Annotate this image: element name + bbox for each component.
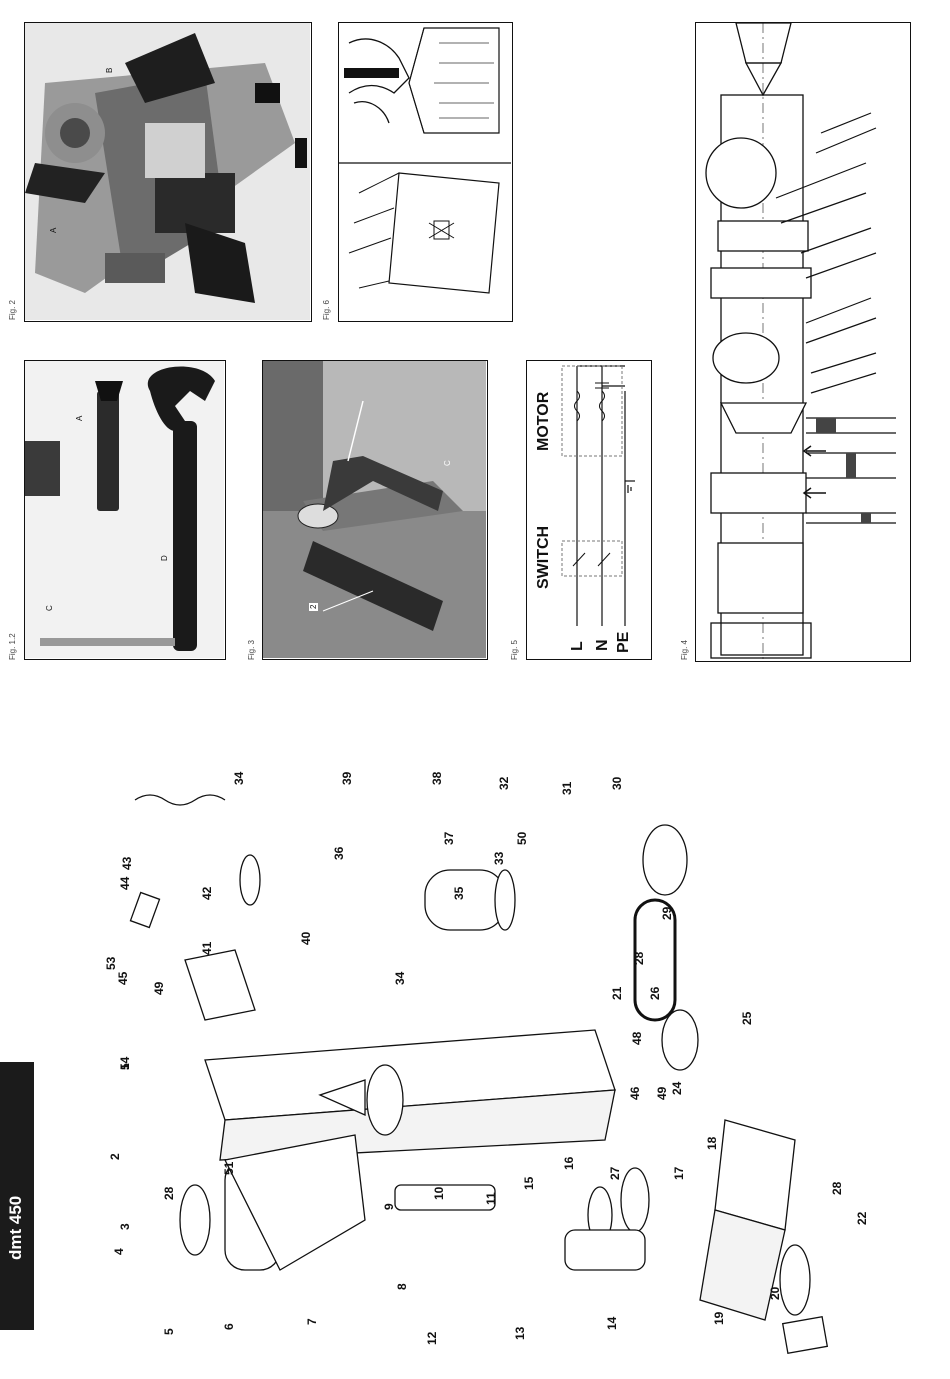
part-number-6: 6 <box>222 1323 236 1330</box>
part-number-44: 44 <box>118 877 132 890</box>
part-number-40: 40 <box>299 932 313 945</box>
figure-4-frame <box>695 22 911 662</box>
part-number-48: 48 <box>630 1032 644 1045</box>
part-number-27: 27 <box>608 1167 622 1180</box>
part-number-39: 39 <box>340 772 354 785</box>
part-number-41: 41 <box>200 942 214 955</box>
part-number-24: 24 <box>670 1082 684 1095</box>
part-number-50: 50 <box>515 832 529 845</box>
figure-5-motor-label: MOTOR <box>535 392 553 451</box>
figure-5-frame: MOTOR SWITCH L N PE <box>526 360 652 660</box>
part-number-18: 18 <box>705 1137 719 1150</box>
figure-5-line-l: L <box>569 641 587 651</box>
part-number-9: 9 <box>382 1203 396 1210</box>
part-number-16: 16 <box>562 1157 576 1170</box>
part-number-13: 13 <box>513 1327 527 1340</box>
part-number-28: 28 <box>632 952 646 965</box>
part-number-35: 35 <box>452 887 466 900</box>
part-number-21: 21 <box>610 987 624 1000</box>
part-number-10: 10 <box>432 1187 446 1200</box>
part-number-37: 37 <box>442 832 456 845</box>
part-number-29: 29 <box>660 907 674 920</box>
part-number-15: 15 <box>522 1177 536 1190</box>
part-number-25: 25 <box>740 1012 754 1025</box>
part-number-32: 32 <box>497 777 511 790</box>
part-number-34: 34 <box>232 772 246 785</box>
figure-6-frame <box>338 22 513 322</box>
part-number-4: 4 <box>112 1248 126 1255</box>
part-number-7: 7 <box>305 1318 319 1325</box>
figure-5-switch-label: SWITCH <box>535 526 553 589</box>
figure-3-callout-2: 2 <box>309 603 318 611</box>
part-number-28: 28 <box>162 1187 176 1200</box>
part-number-51: 51 <box>222 1162 236 1175</box>
part-number-17: 17 <box>672 1167 686 1180</box>
figure-5-line-n: N <box>594 639 612 651</box>
part-number-45: 45 <box>116 972 130 985</box>
figure-3-label: Fig. 3 <box>247 640 256 660</box>
part-number-14: 14 <box>605 1317 619 1330</box>
figure-2-callout-a: A <box>49 228 58 233</box>
figure-6-drawing <box>339 23 511 320</box>
figure-1-2-callout-d: D <box>160 555 169 561</box>
part-number-5: 5 <box>162 1328 176 1335</box>
figure-3-photo <box>263 361 486 658</box>
figure-1-2-photo <box>25 361 224 658</box>
figure-1-2-callout-c: C <box>45 605 54 611</box>
figure-3-frame: 2 C <box>262 360 488 660</box>
part-number-26: 26 <box>648 987 662 1000</box>
figure-2-frame: A B <box>24 22 312 322</box>
part-number-38: 38 <box>430 772 444 785</box>
figure-2-photo <box>25 23 310 320</box>
part-number-42: 42 <box>200 887 214 900</box>
doc-tab-title: dmt 450 <box>6 1196 26 1260</box>
figure-3-callout-c: C <box>443 460 452 466</box>
figure-1-2-callout-a: A <box>75 416 84 421</box>
figure-5-line-pe: PE <box>615 632 633 653</box>
figure-1-2-label: Fig. 1.2 <box>8 633 17 660</box>
part-number-12: 12 <box>425 1332 439 1345</box>
part-number-11: 11 <box>484 1192 498 1205</box>
part-number-19: 19 <box>712 1312 726 1325</box>
figure-4-drawing <box>696 23 909 660</box>
figure-2-label: Fig. 2 <box>8 300 17 320</box>
part-number-49: 49 <box>655 1087 669 1100</box>
part-number-22: 22 <box>855 1212 869 1225</box>
part-number-20: 20 <box>768 1287 782 1300</box>
part-number-33: 33 <box>492 852 506 865</box>
figure-2-callout-b: B <box>105 68 114 73</box>
part-number-3: 3 <box>118 1223 132 1230</box>
figure-1-2-frame: A C D <box>24 360 226 660</box>
part-number-46: 46 <box>628 1087 642 1100</box>
figure-5-label: Fig. 5 <box>510 640 519 660</box>
exploded-parts-diagram <box>95 760 915 1360</box>
part-number-53: 53 <box>104 957 118 970</box>
part-number-34: 34 <box>393 972 407 985</box>
part-number-8: 8 <box>395 1283 409 1290</box>
part-number-30: 30 <box>610 777 624 790</box>
part-number-28: 28 <box>830 1182 844 1195</box>
part-number-2: 2 <box>108 1153 122 1160</box>
part-number-49: 49 <box>152 982 166 995</box>
part-number-43: 43 <box>120 857 134 870</box>
part-number-54: 54 <box>118 1057 132 1070</box>
part-number-31: 31 <box>560 782 574 795</box>
figure-6-label: Fig. 6 <box>322 300 331 320</box>
part-number-36: 36 <box>332 847 346 860</box>
figure-4-label: Fig. 4 <box>680 640 689 660</box>
